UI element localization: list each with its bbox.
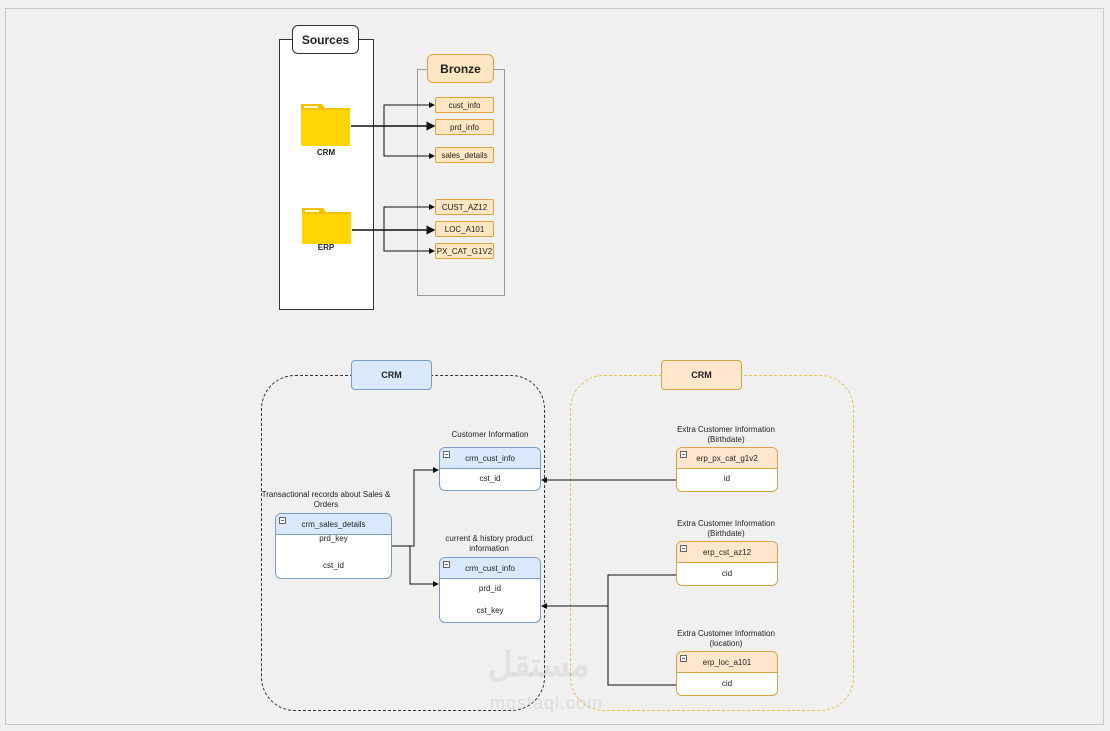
sales-details-caption: Transactional records about Sales & Orde… [261,490,391,509]
bronze-item-label: sales_details [441,150,488,160]
arrow-icon[interactable] [383,230,435,254]
field-cst-id: cst_id [323,561,344,570]
field-cid: cid [721,679,733,688]
arrow-icon[interactable] [383,204,435,230]
table-header: crm_cust_info [440,448,540,469]
minimize-icon[interactable] [680,545,687,552]
arrow-icon[interactable] [541,574,676,609]
crm-group-title-text: CRM [381,370,402,380]
cust-info-caption: Customer Information [451,430,529,439]
arrow-icon[interactable] [383,126,435,159]
connector-line[interactable] [607,606,676,686]
table-name: erp_px_cat_g1v2 [696,453,758,463]
minimize-icon[interactable] [443,451,450,458]
bronze-item-px-cat[interactable]: PX_CAT_G1V2 [435,243,494,259]
table-name: erp_loc_a101 [702,657,752,667]
table-header: crm_sales_details [276,514,391,535]
table-name: crm_sales_details [301,519,366,529]
minimize-icon[interactable] [279,517,286,524]
table-name: crm_cust_info [465,453,515,463]
table-header: erp_cst_az12 [677,542,777,563]
bronze-item-cust-info[interactable]: cust_info [435,97,494,113]
field-prd-id: prd_id [478,584,502,593]
table-erp-loc-a101[interactable]: erp_loc_a101 cid [676,651,778,696]
table-crm-prd-info[interactable]: crm_cust_info prd_id cst_key [439,557,541,623]
table-header: erp_px_cat_g1v2 [677,448,777,469]
bronze-item-cust-az12[interactable]: CUST_AZ12 [435,199,494,215]
table-name: crm_cust_info [465,563,515,573]
field-cst-key: cst_key [476,606,504,615]
table-crm-cust-info[interactable]: crm_cust_info cst_id [439,447,541,491]
folder-icon[interactable] [301,207,352,245]
bronze-item-label: CUST_AZ12 [441,202,488,212]
erp-loc-caption: Extra Customer Information (location) [677,629,775,648]
erp-px-cat-caption: Extra Customer Information (Birthdate) [677,425,775,444]
folder-icon[interactable] [300,103,351,147]
bronze-item-label: prd_info [450,122,479,132]
minimize-icon[interactable] [680,451,687,458]
field-cid: cid [721,569,733,578]
bronze-item-loc-a101[interactable]: LOC_A101 [435,221,494,237]
table-erp-cst-az12[interactable]: erp_cst_az12 cid [676,541,778,586]
arrow-icon[interactable] [392,467,439,547]
crm-group-title[interactable]: CRM [351,360,432,390]
table-erp-px-cat[interactable]: erp_px_cat_g1v2 id [676,447,778,492]
field-prd-key: prd_key [319,534,348,543]
sources-title-text: Sources [301,32,350,47]
bronze-item-label: cust_info [448,100,481,110]
prd-info-caption: current & history product information [445,534,533,553]
bronze-item-label: LOC_A101 [444,224,485,234]
minimize-icon[interactable] [680,655,687,662]
sources-container[interactable] [279,39,374,310]
arrow-icon[interactable] [392,545,439,587]
canvas-frame [5,8,1104,725]
erp-folder-label: ERP [317,243,335,252]
bronze-item-sales-details[interactable]: sales_details [435,147,494,163]
arrow-icon[interactable] [383,102,435,126]
watermark-logo: مستقل [488,646,590,684]
bronze-item-label: PX_CAT_G1V2 [436,246,493,256]
sources-title[interactable]: Sources [292,25,359,54]
watermark-domain: mostaql.com [490,693,604,713]
erp-group-title[interactable]: CRM [661,360,742,390]
erp-cst-caption: Extra Customer Information (Birthdate) [677,519,775,538]
field-cst-id: cst_id [479,474,501,483]
table-header: erp_loc_a101 [677,652,777,673]
crm-folder-label: CRM [316,148,336,157]
bronze-title-text: Bronze [440,61,481,76]
field-id: id [723,474,731,483]
erp-group-title-text: CRM [691,370,712,380]
minimize-icon[interactable] [443,561,450,568]
table-header: crm_cust_info [440,558,540,579]
table-name: erp_cst_az12 [702,547,752,557]
bronze-item-prd-info[interactable]: prd_info [435,119,494,135]
bronze-title[interactable]: Bronze [427,54,494,83]
table-crm-sales-details[interactable]: crm_sales_details prd_key cst_id [275,513,392,579]
